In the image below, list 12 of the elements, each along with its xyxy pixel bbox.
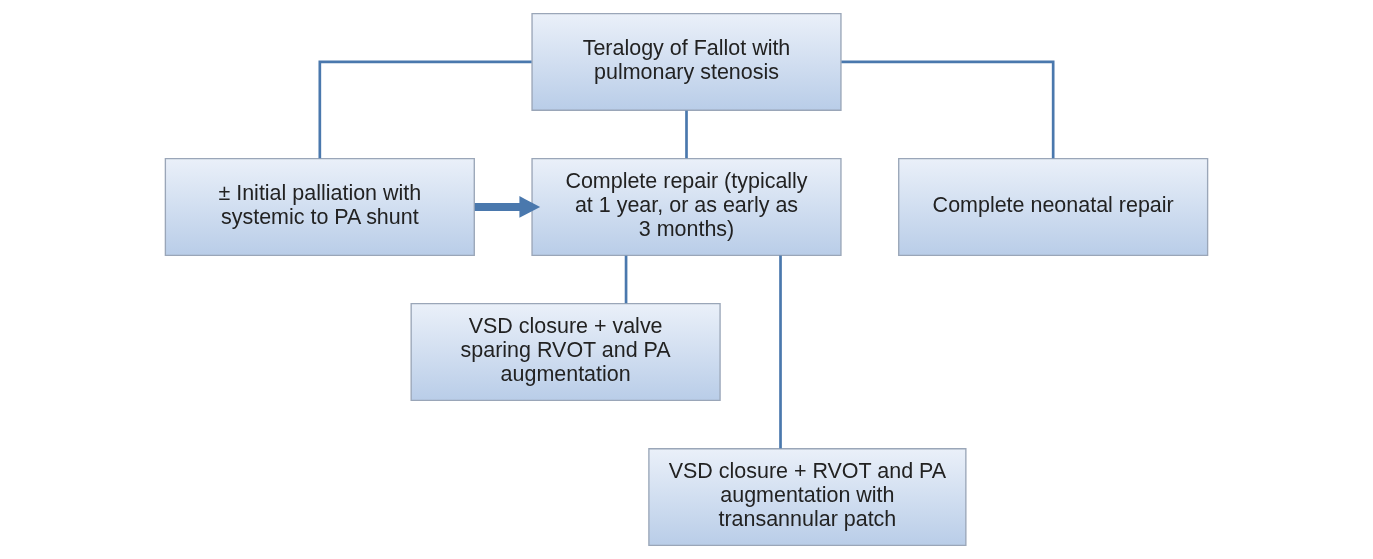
node-box: Complete neonatal repair bbox=[898, 157, 1209, 256]
arrow bbox=[474, 196, 541, 218]
node-box: Complete repair (typically at 1 year, or as early as 3 months) bbox=[531, 157, 842, 256]
connector bbox=[779, 255, 782, 449]
node-box: ± Initial palliation with systemic to PA shunt bbox=[164, 157, 475, 256]
connector bbox=[318, 60, 532, 159]
node-box: Teralogy of Fallot with pulmonary stenosis bbox=[531, 12, 842, 111]
connector bbox=[685, 110, 688, 159]
node-box: VSD closure + valve sparing RVOT and PA augmentation bbox=[410, 303, 721, 402]
connector bbox=[841, 60, 1055, 159]
node-box: VSD closure + RVOT and PA augmentation with transannular patch bbox=[648, 448, 967, 547]
connector bbox=[624, 255, 628, 304]
